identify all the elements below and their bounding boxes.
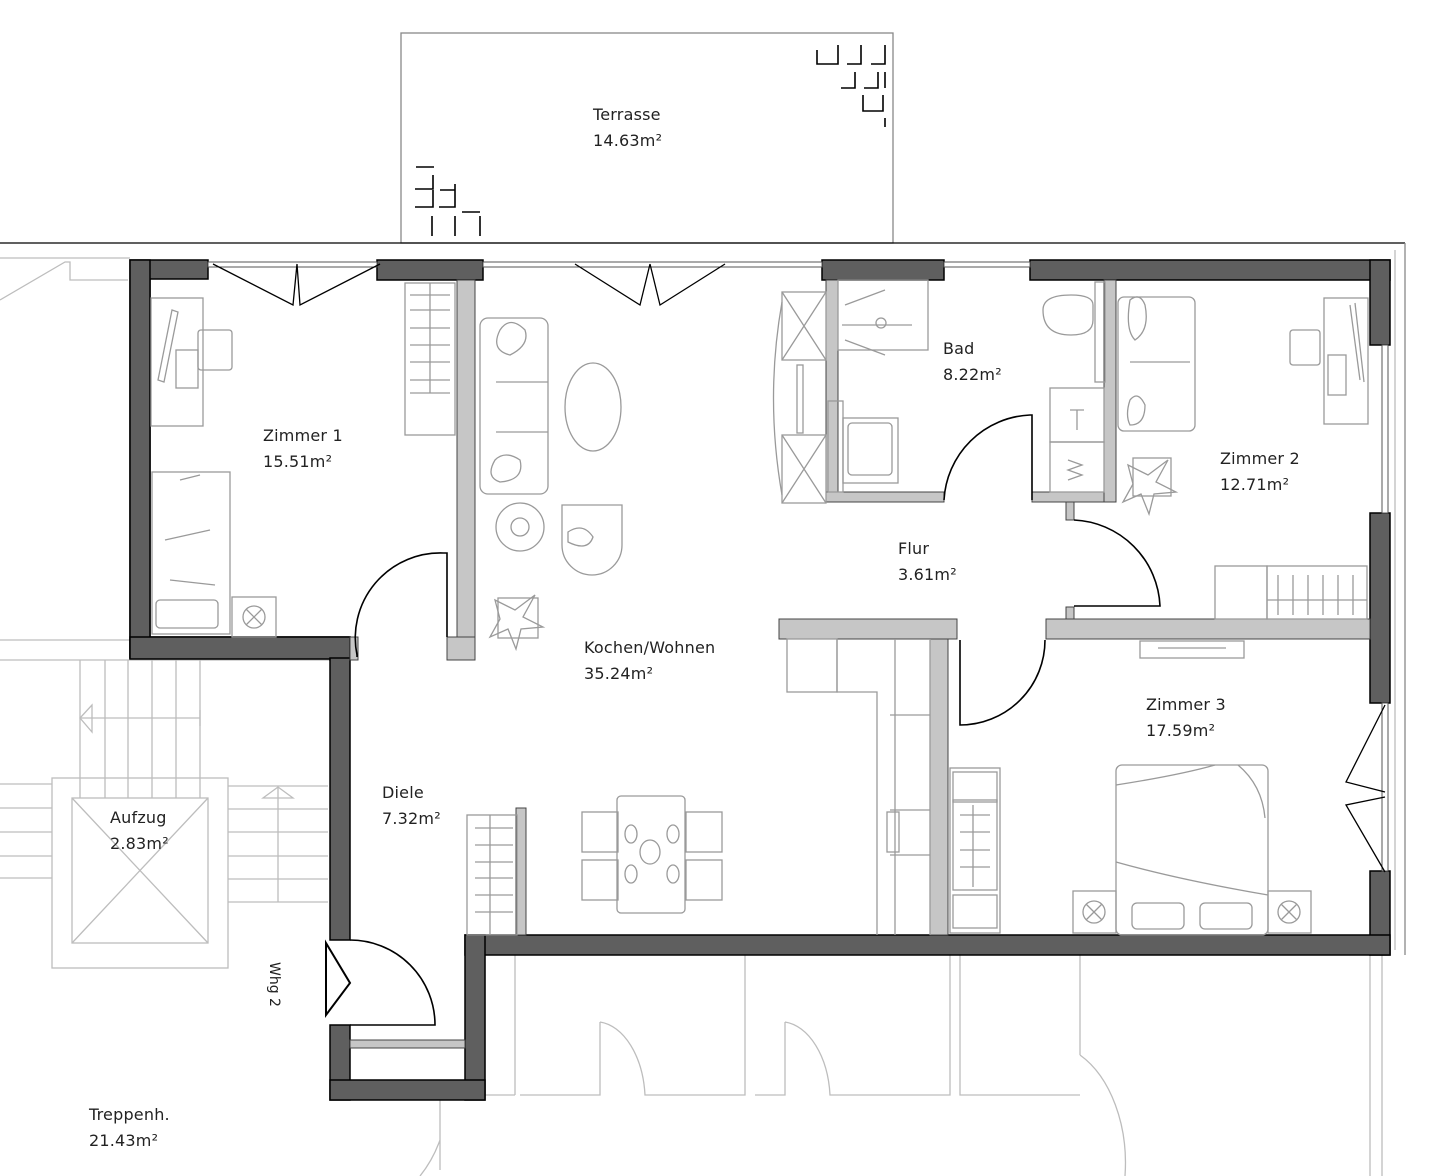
room-area: 15.51m²	[263, 452, 333, 471]
furniture-zimmer2	[1117, 296, 1369, 620]
room-name: Kochen/Wohnen	[584, 638, 716, 657]
room-name: Terrasse	[593, 105, 661, 124]
furniture-living	[466, 291, 931, 936]
room-label-zimmer1: Zimmer 1 15.51m²	[263, 423, 343, 475]
room-label-terrasse: Terrasse 14.63m²	[593, 102, 662, 154]
room-area: 35.24m²	[584, 664, 654, 683]
room-label-zimmer2: Zimmer 2 12.71m²	[1220, 446, 1300, 498]
entry-marker-icon	[325, 939, 352, 1018]
windows	[207, 261, 1389, 872]
room-area: 12.71m²	[1220, 475, 1290, 494]
outer-walls	[129, 259, 1391, 1101]
room-area: 3.61m²	[898, 565, 957, 584]
room-name: Zimmer 2	[1220, 449, 1300, 468]
stairwell-context	[0, 242, 1406, 1176]
room-area: 21.43m²	[89, 1131, 159, 1150]
room-label-bad: Bad 8.22m²	[943, 336, 1002, 388]
room-label-kochen-wohnen: Kochen/Wohnen 35.24m²	[584, 635, 715, 687]
room-area: 2.83m²	[110, 834, 169, 853]
doors	[212, 263, 1386, 1026]
room-name: Zimmer 1	[263, 426, 343, 445]
room-area: 14.63m²	[593, 131, 663, 150]
room-name: Bad	[943, 339, 975, 358]
room-label-treppenhaus: Treppenh. 21.43m²	[89, 1102, 170, 1154]
room-label-aufzug: Aufzug 2.83m²	[110, 805, 169, 857]
furniture-bad	[827, 279, 1106, 493]
furniture-zimmer1	[150, 282, 456, 638]
furniture-zimmer3	[949, 640, 1312, 936]
room-area: 7.32m²	[382, 809, 441, 828]
room-label-diele: Diele 7.32m²	[382, 780, 441, 832]
room-name: Flur	[898, 539, 930, 558]
room-name: Zimmer 3	[1146, 695, 1226, 714]
room-area: 17.59m²	[1146, 721, 1216, 740]
unit-label: Whg 2	[266, 962, 282, 1007]
room-label-flur: Flur 3.61m²	[898, 536, 957, 588]
room-area: 8.22m²	[943, 365, 1002, 384]
room-name: Aufzug	[110, 808, 167, 827]
room-label-zimmer3: Zimmer 3 17.59m²	[1146, 692, 1226, 744]
room-name: Treppenh.	[89, 1105, 170, 1124]
inner-walls	[349, 279, 1371, 1049]
room-name: Diele	[382, 783, 424, 802]
